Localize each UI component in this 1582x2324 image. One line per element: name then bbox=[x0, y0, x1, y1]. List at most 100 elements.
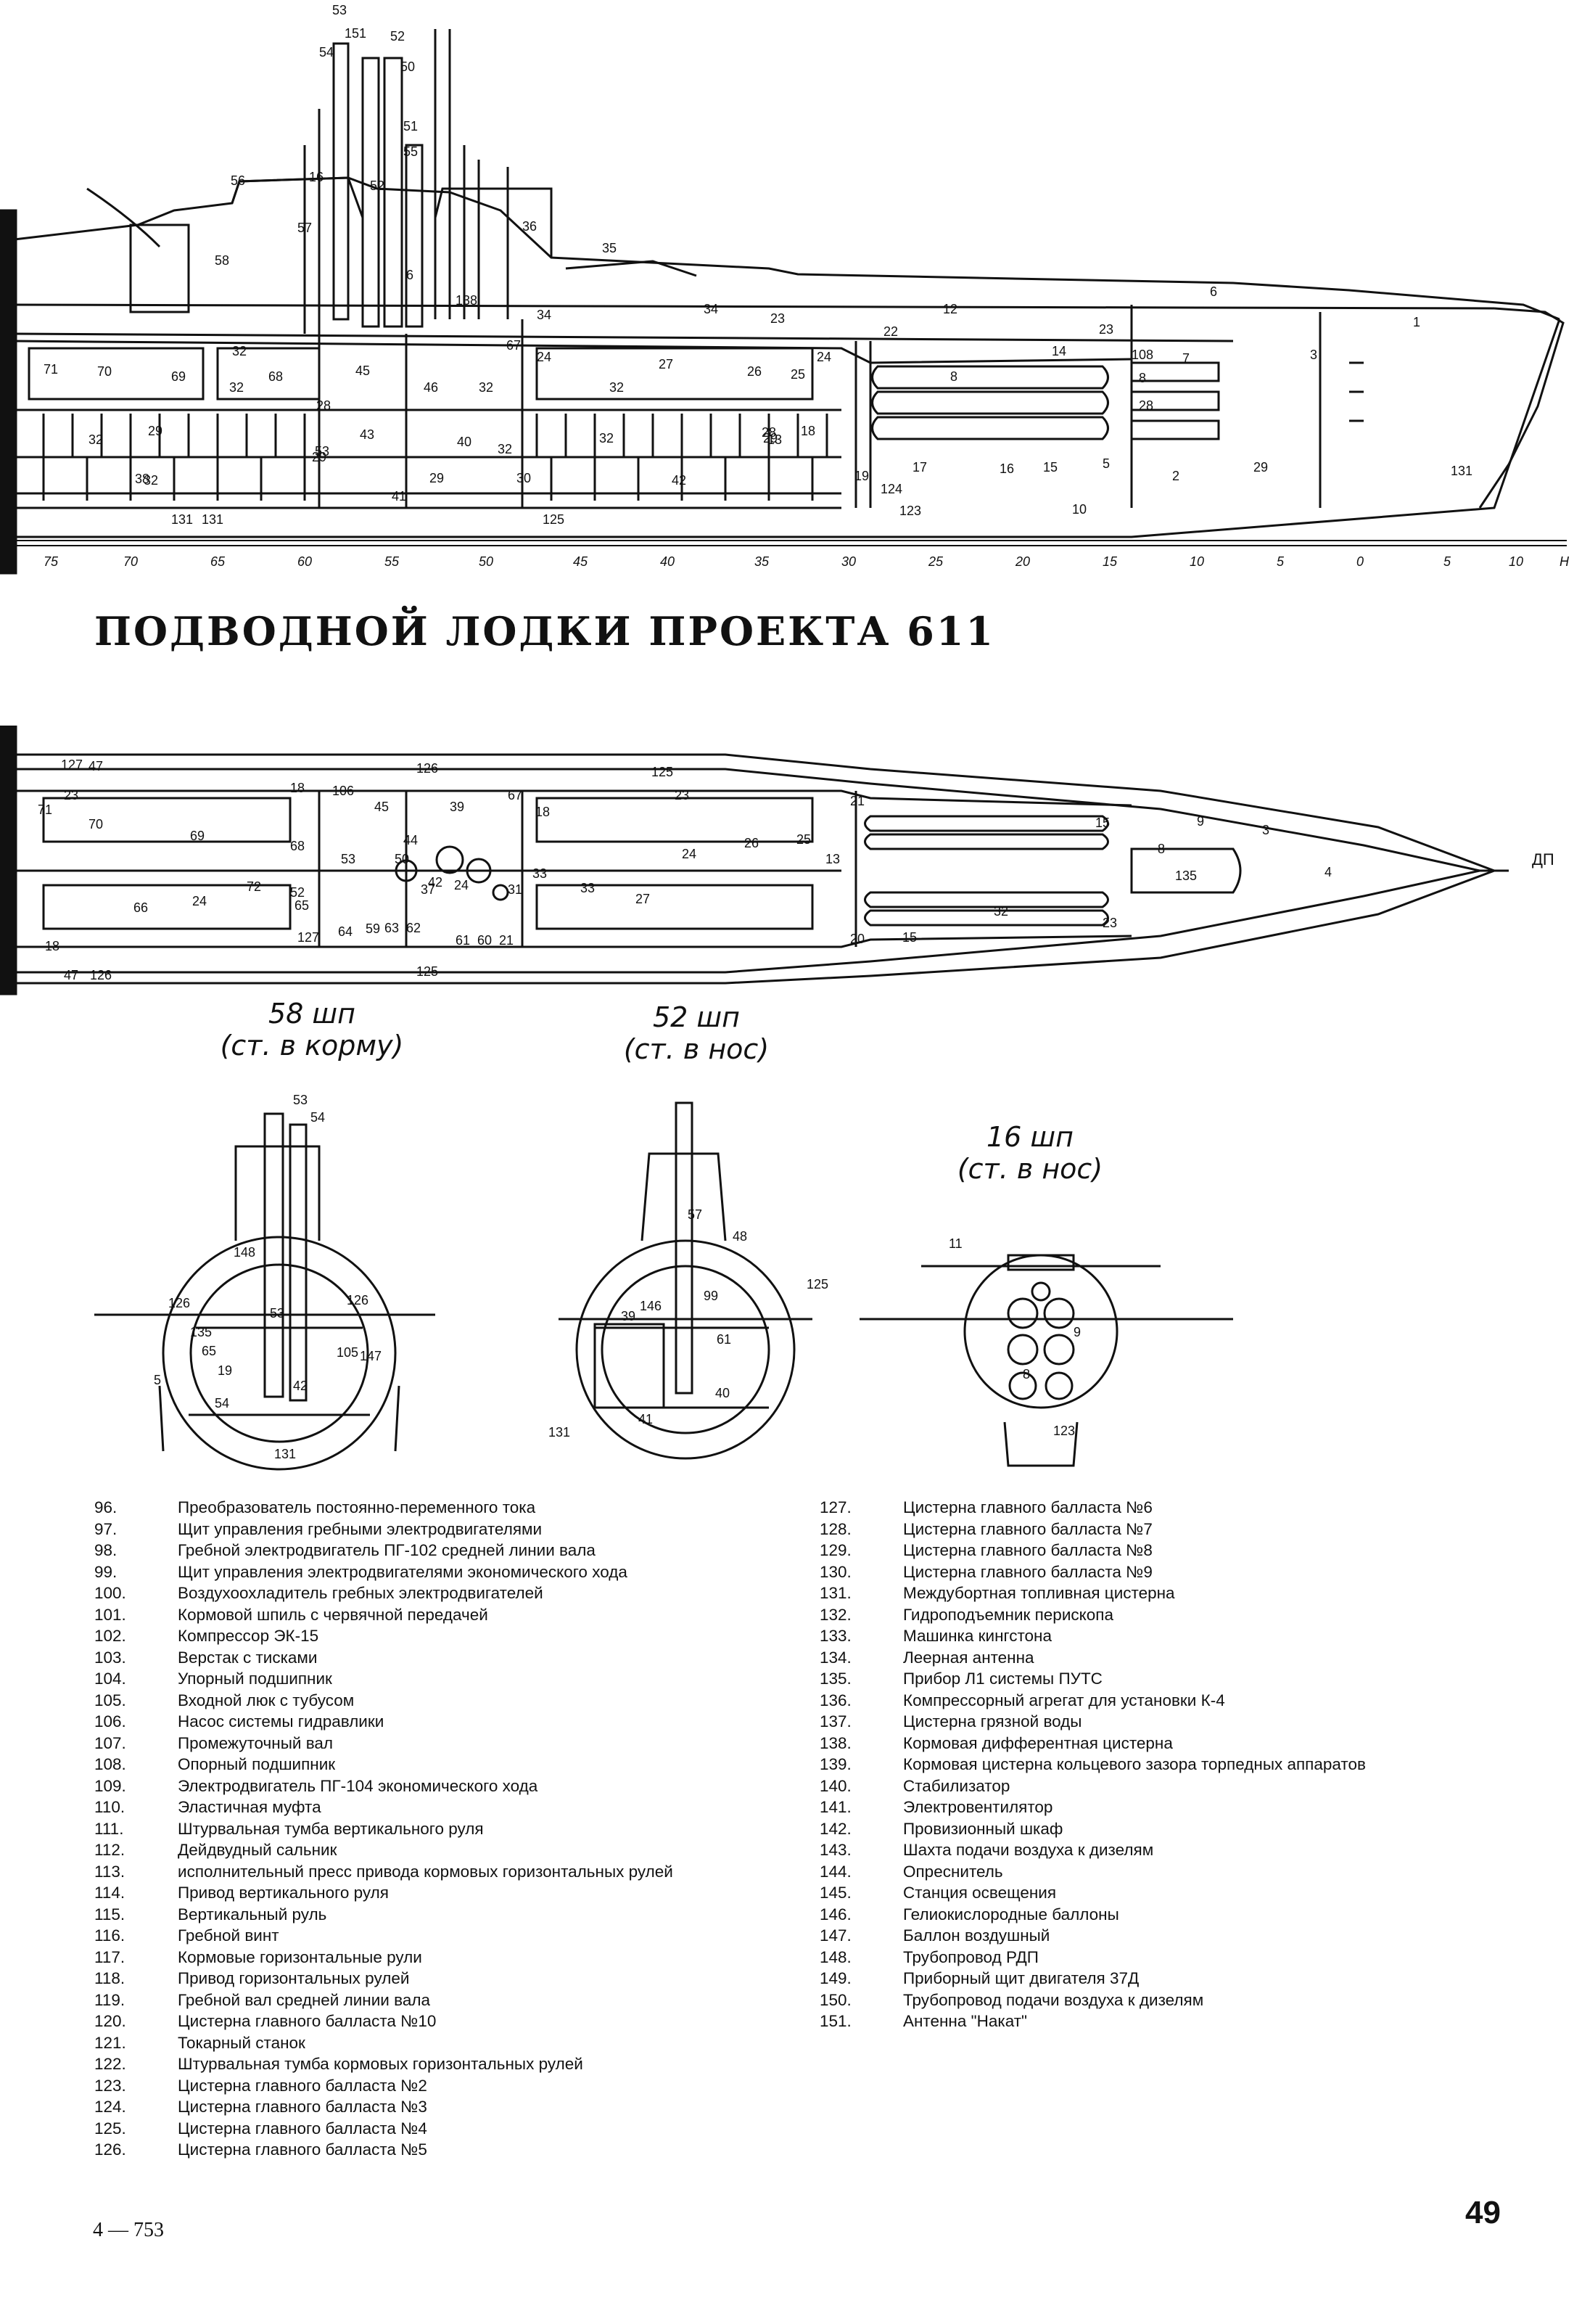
side-callout-label: 52 bbox=[390, 29, 405, 44]
side-callout-label: 32 bbox=[88, 432, 103, 447]
side-callout-label: 41 bbox=[392, 489, 406, 504]
plan-callout-label: 66 bbox=[133, 900, 148, 915]
plan-callout-label: 135 bbox=[1175, 869, 1197, 883]
side-callout-label: 16 bbox=[1000, 461, 1014, 476]
side-callout-label: 25 bbox=[791, 367, 805, 382]
legend-item-number: 139. bbox=[820, 1755, 852, 1773]
frame-number-label: 55 bbox=[384, 554, 400, 569]
plan-callout-label: 65 bbox=[294, 898, 309, 913]
side-callout-label: 23 bbox=[770, 311, 785, 326]
side-callout-label: 131 bbox=[202, 512, 223, 527]
legend-item-text: Насос системы гидравлики bbox=[178, 1712, 384, 1730]
side-callout-label: 7 bbox=[1182, 351, 1190, 366]
legend-item-text: Гребной винт bbox=[178, 1926, 279, 1945]
side-callout-label: 24 bbox=[537, 350, 551, 364]
frame-number-label: 75 bbox=[44, 554, 59, 569]
side-callout-label: 28 bbox=[762, 425, 776, 440]
side-callout-label: 32 bbox=[229, 380, 244, 395]
legend-item-text: Цистерна главного балласта №8 bbox=[903, 1541, 1153, 1559]
plan-callout-label: 125 bbox=[651, 765, 673, 779]
legend-item-number: 135. bbox=[820, 1670, 852, 1688]
page-title: ПОДВОДНОЙ ЛОДКИ ПРОЕКТА 611 bbox=[94, 608, 995, 654]
side-callout-label: 52 bbox=[370, 178, 384, 193]
side-callout-label: 131 bbox=[1451, 464, 1472, 478]
side-callout-label: 36 bbox=[522, 219, 537, 234]
legend-item-text: Гребной вал средней линии вала bbox=[178, 1990, 430, 2009]
plan-callout-label: 37 bbox=[421, 882, 435, 897]
side-callout-label: 51 bbox=[403, 119, 418, 134]
legend-item-number: 143. bbox=[820, 1841, 852, 1859]
side-callout-label: 24 bbox=[817, 350, 831, 364]
plan-callout-label: 68 bbox=[290, 839, 305, 853]
legend-item-number: 145. bbox=[820, 1884, 852, 1902]
legend-item: 141.Электровентилятор bbox=[820, 1797, 1545, 1818]
legend-item-text: Эластичная муфта bbox=[178, 1798, 321, 1816]
side-callout-label: 151 bbox=[345, 26, 366, 41]
plan-callout-label: 50 bbox=[395, 852, 409, 866]
side-callout-label: 71 bbox=[44, 362, 58, 377]
plan-callout-label: 26 bbox=[744, 836, 759, 850]
frame-number-label: 50 bbox=[479, 554, 493, 569]
side-callout-label: 50 bbox=[400, 59, 415, 74]
section52-callout-label: 61 bbox=[717, 1332, 731, 1347]
legend-item: 99.Щит управления электродвигателями эко… bbox=[94, 1561, 805, 1583]
legend-item: 106.Насос системы гидравлики bbox=[94, 1711, 805, 1733]
legend-item: 134.Леерная антенна bbox=[820, 1647, 1545, 1669]
legend-item-number: 133. bbox=[820, 1627, 852, 1645]
plan-callout-label: 18 bbox=[45, 939, 59, 953]
sheet-reference: 4 — 753 bbox=[93, 2219, 164, 2241]
legend-item-text: Штурвальная тумба вертикального руля bbox=[178, 1819, 484, 1838]
plan-callout-label: 62 bbox=[406, 921, 421, 935]
plan-callout-label: 23 bbox=[675, 788, 689, 802]
legend-item-text: Упорный подшипник bbox=[178, 1670, 332, 1688]
legend-item: 129.Цистерна главного балласта №8 bbox=[820, 1540, 1545, 1561]
section58-callout-label: 126 bbox=[347, 1293, 368, 1307]
legend-item: 119.Гребной вал средней линии вала bbox=[94, 1990, 805, 2011]
legend-item-text: Воздухоохладитель гребных электродвигате… bbox=[178, 1584, 543, 1602]
legend-item: 104.Упорный подшипник bbox=[94, 1668, 805, 1690]
side-callout-label: 34 bbox=[537, 308, 551, 322]
legend-item-number: 111. bbox=[94, 1819, 124, 1838]
plan-callout-label: 53 bbox=[341, 852, 355, 866]
side-callout-label: 29 bbox=[312, 450, 326, 464]
plan-callout-label: 70 bbox=[88, 817, 103, 832]
legend-item: 97.Щит управления гребными электродвигат… bbox=[94, 1519, 805, 1540]
legend-item: 125.Цистерна главного балласта №4 bbox=[94, 2118, 805, 2140]
legend-item-number: 105. bbox=[94, 1691, 126, 1709]
plan-callout-label: 24 bbox=[454, 878, 469, 892]
section58-callout-label: 65 bbox=[202, 1344, 216, 1358]
side-callout-label: 23 bbox=[1099, 322, 1113, 337]
legend-item-number: 142. bbox=[820, 1819, 852, 1838]
plan-callout-label: 21 bbox=[499, 933, 514, 948]
section16-callout-label: 11 bbox=[949, 1236, 963, 1251]
legend-item: 121.Токарный станок bbox=[94, 2032, 805, 2054]
legend-item: 96.Преобразователь постоянно-переменного… bbox=[94, 1497, 805, 1519]
plan-callout-label: 63 bbox=[384, 921, 399, 935]
legend-item: 151.Антенна "Накат" bbox=[820, 2011, 1545, 2032]
plan-callout-label: 24 bbox=[682, 847, 696, 861]
side-callout-label: 70 bbox=[97, 364, 112, 379]
legend-item-text: Вертикальный руль bbox=[178, 1905, 327, 1923]
section58-callout-label: 147 bbox=[360, 1349, 382, 1363]
legend-item-text: Трубопровод подачи воздуха к дизелям bbox=[903, 1990, 1204, 2009]
section-label-52-frame: 52 шп bbox=[652, 1001, 741, 1033]
legend-item-number: 114. bbox=[94, 1884, 125, 1902]
plan-callout-label: 13 bbox=[825, 852, 840, 866]
side-callout-label: 18 bbox=[801, 424, 815, 438]
side-callout-label: 29 bbox=[1253, 460, 1268, 475]
legend-item-number: 151. bbox=[820, 2012, 852, 2030]
plan-callout-label: 126 bbox=[90, 968, 112, 982]
section58-callout-label: 54 bbox=[215, 1396, 229, 1411]
side-callout-label: 34 bbox=[704, 302, 718, 316]
legend-item: 149.Приборный щит двигателя 37Д bbox=[820, 1968, 1545, 1990]
side-callout-label: 32 bbox=[232, 344, 247, 358]
legend-item-text: Цистерна главного балласта №3 bbox=[178, 2098, 427, 2116]
legend-item: 137.Цистерна грязной воды bbox=[820, 1711, 1545, 1733]
legend-item-number: 100. bbox=[94, 1584, 126, 1602]
frame-number-label: 45 bbox=[573, 554, 588, 569]
legend-item-number: 150. bbox=[820, 1990, 852, 2009]
legend-item: 150. Трубопровод подачи воздуха к дизелям bbox=[820, 1990, 1545, 2011]
side-callout-label: 3 bbox=[1310, 348, 1317, 362]
